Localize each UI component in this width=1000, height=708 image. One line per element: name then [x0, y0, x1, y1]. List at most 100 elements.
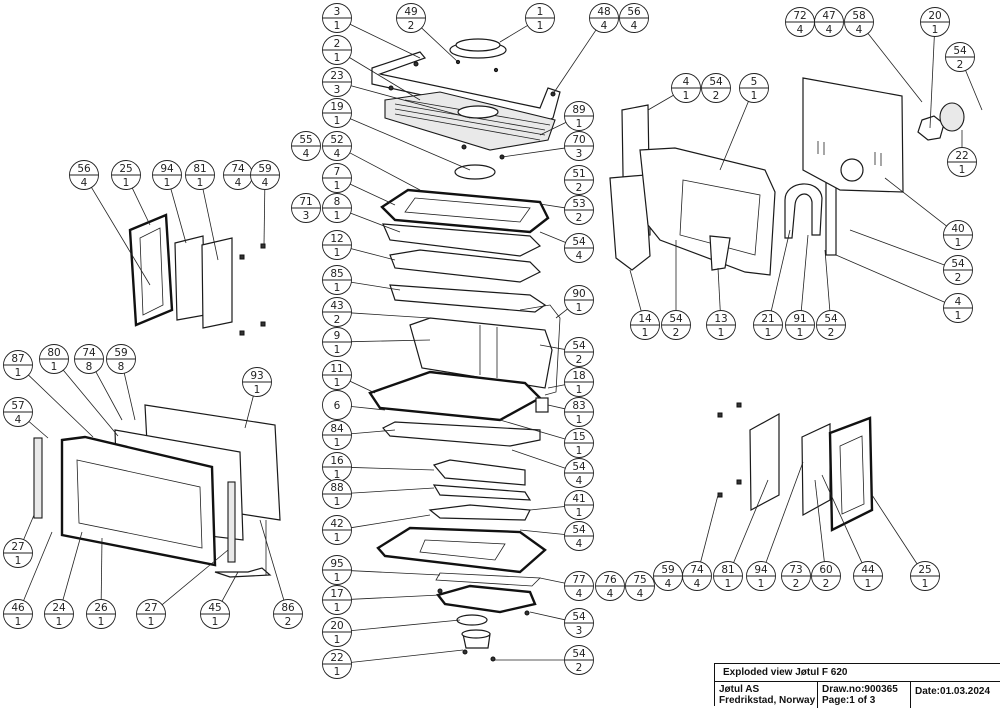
part-94-gasket-right: [801, 423, 831, 517]
balloon-item-number: 83: [572, 400, 585, 412]
balloon-item-13: 113: [706, 310, 736, 340]
balloon-item-number: 45: [208, 602, 221, 614]
balloon-item-number: 12: [330, 233, 343, 245]
part-17-bottom-frame: [435, 584, 537, 614]
main-door-assembly: [33, 404, 281, 578]
balloon-item-81: 181: [185, 160, 215, 190]
balloon-item-number: 91: [793, 313, 806, 325]
drawing-title: Exploded view Jøtul F 620: [715, 664, 1000, 682]
balloon-item-number: 80: [47, 347, 60, 359]
balloon-item-41: 141: [564, 490, 594, 520]
balloon-item-number: 54: [824, 313, 838, 325]
leader-line-b83: [547, 404, 565, 410]
leader-line-b93: [244, 395, 254, 429]
balloon-quantity: 3: [576, 148, 583, 160]
leader-line-b54j: [965, 70, 983, 111]
leader-line-b54e: [529, 611, 565, 621]
balloon-item-1: 11: [525, 3, 555, 33]
balloon-item-number: 40: [951, 223, 964, 235]
balloon-item-42: 142: [322, 515, 352, 545]
balloon-quantity: 1: [334, 20, 341, 32]
part-8: [382, 223, 542, 257]
balloon-item-number: 27: [11, 541, 24, 553]
balloon-quantity: 1: [56, 616, 63, 628]
balloon-item-number: 11: [330, 363, 343, 375]
balloon-quantity: 1: [334, 469, 341, 481]
balloon-quantity: 1: [955, 237, 962, 249]
balloon-item-9: 19: [322, 327, 352, 357]
balloon-quantity: 4: [576, 538, 583, 550]
leader-line-b17: [351, 594, 441, 600]
leader-line-b13: [717, 267, 721, 311]
balloon-item-number: 54: [953, 45, 967, 57]
balloon-quantity: 3: [303, 210, 310, 222]
date-cell: Date:01.03.2024: [911, 682, 1000, 708]
leader-lines: [23, 23, 983, 663]
balloon-item-number: 26: [94, 602, 108, 614]
balloon-item-number: 54: [572, 611, 586, 623]
balloon-quantity: 4: [631, 20, 638, 32]
balloon-quantity: 2: [576, 662, 583, 674]
balloon-item-54: 254: [564, 645, 594, 675]
leader-line-b4b: [835, 254, 945, 303]
balloon-quantity: 1: [576, 507, 583, 519]
balloon-item-number: 58: [852, 10, 865, 22]
balloon-quantity: 4: [694, 578, 701, 590]
balloon-item-16: 116: [322, 452, 352, 482]
balloon-item-70: 370: [564, 131, 594, 161]
balloon-item-22: 122: [947, 147, 977, 177]
balloon-item-number: 21: [761, 313, 774, 325]
balloon-item-54: 354: [564, 608, 594, 638]
leader-line-b94r: [765, 461, 804, 563]
leader-line-b49: [421, 27, 459, 63]
balloon-item-20: 120: [322, 617, 352, 647]
balloon-quantity: 4: [856, 24, 863, 36]
balloon-item-19: 119: [322, 98, 352, 128]
balloon-item-93: 193: [242, 367, 272, 397]
balloon-quantity: 4: [797, 24, 804, 36]
leader-line-b43: [351, 312, 431, 319]
balloon-quantity: 2: [673, 327, 680, 339]
part-14-bracket: [609, 174, 651, 271]
balloon-item-58: 458: [844, 7, 874, 37]
part-27-hinge: [227, 481, 236, 563]
balloon-quantity: 1: [334, 282, 341, 294]
balloon-item-80: 180: [39, 344, 69, 374]
balloon-item-number: 76: [603, 574, 617, 586]
balloon-quantity: 1: [334, 115, 341, 127]
leader-line-b8: [350, 212, 401, 233]
company-name: Jøtul AS: [719, 684, 760, 695]
balloon-item-46: 146: [3, 599, 33, 629]
part-12: [389, 249, 542, 283]
balloon-item-94: 194: [746, 561, 776, 591]
balloon-quantity: 4: [15, 414, 22, 426]
balloon-item-number: 77: [572, 574, 585, 586]
balloon-item-20: 120: [920, 7, 950, 37]
balloon-item-number: 1: [537, 6, 544, 18]
leader-line-b44: [821, 474, 863, 563]
balloon-quantity: 1: [955, 310, 962, 322]
leader-line-b84: [351, 429, 396, 435]
part-7-frame: [380, 188, 550, 234]
side-panel-assembly: [609, 77, 965, 276]
balloon-item-number: 20: [928, 10, 941, 22]
balloon-item-number: 57: [11, 400, 24, 412]
balloon-item-22: 122: [322, 649, 352, 679]
balloon-quantity: 1: [576, 384, 583, 396]
balloon-item-4: 14: [671, 73, 701, 103]
balloon-item-25: 125: [910, 561, 940, 591]
balloon-item-21: 121: [753, 310, 783, 340]
leader-line-b5: [719, 101, 749, 171]
balloon-item-27: 127: [3, 538, 33, 568]
balloon-item-24: 124: [44, 599, 74, 629]
balloon-quantity: 2: [828, 327, 835, 339]
leader-line-b22c: [351, 649, 464, 663]
part-22-spigot-rear: [939, 102, 965, 132]
balloon-item-4: 14: [943, 293, 973, 323]
balloon-quantity: 1: [123, 177, 130, 189]
leader-line-b9: [351, 339, 431, 343]
leader-line-b19: [350, 118, 471, 171]
balloon-quantity: 1: [334, 210, 341, 222]
leader-line-b54k: [849, 229, 945, 266]
balloon-quantity: 2: [334, 314, 341, 326]
